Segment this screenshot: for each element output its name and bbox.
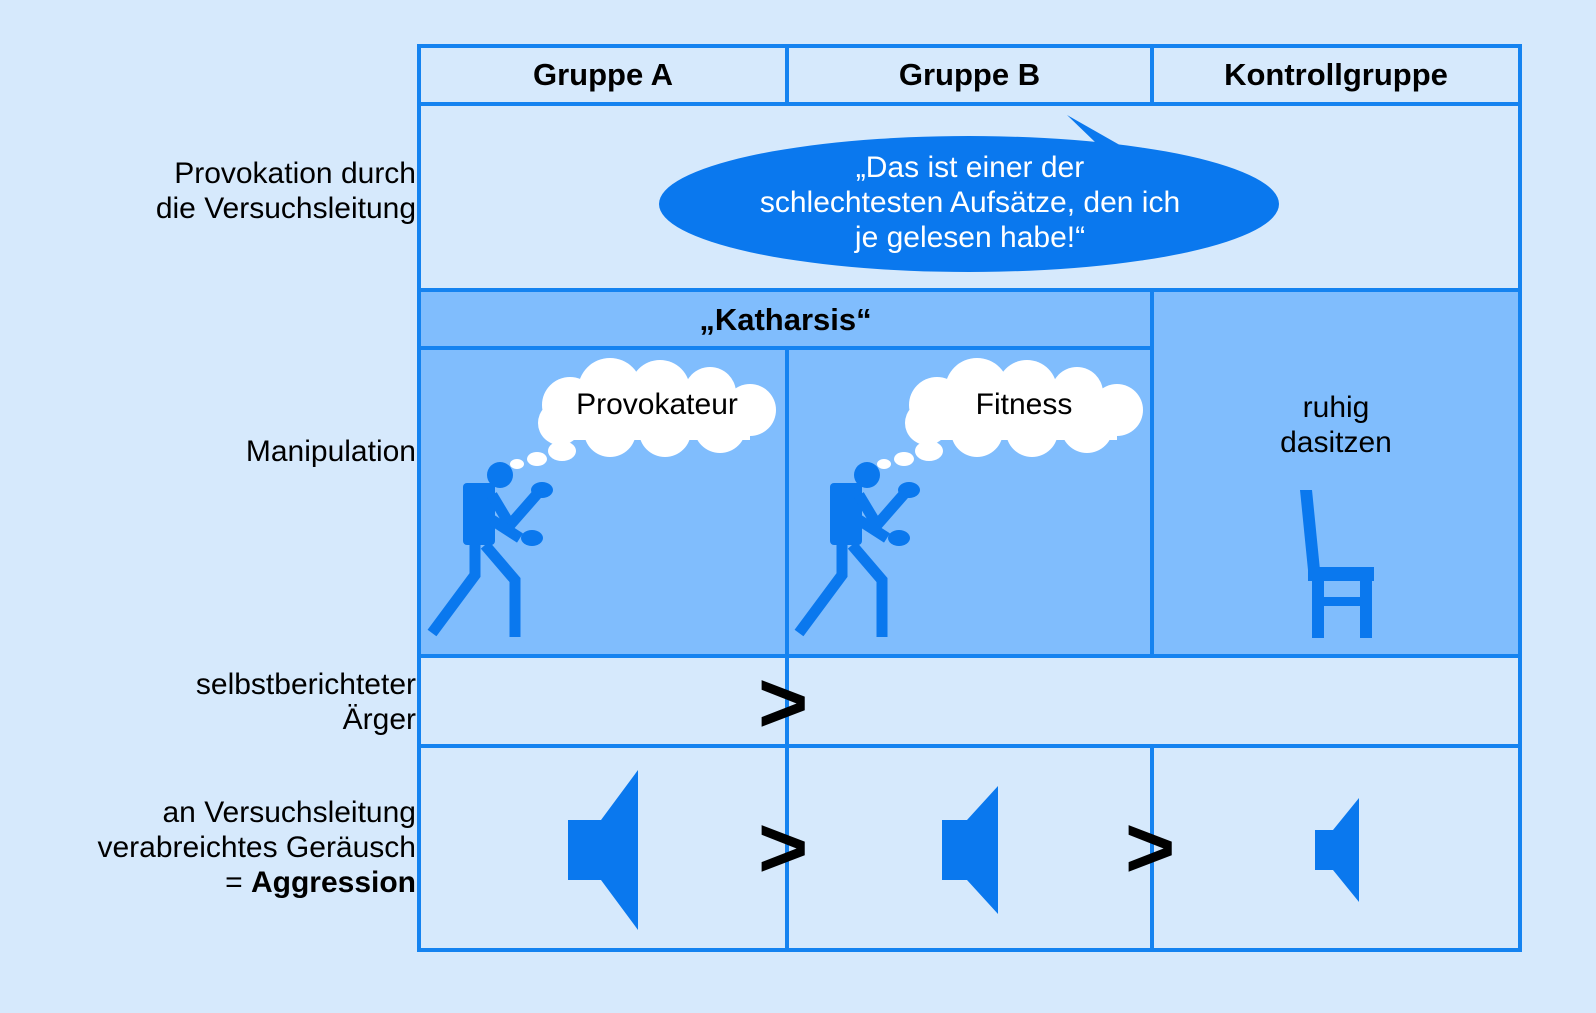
group-a-illustration [427,358,776,637]
speaker-small [1315,798,1359,902]
speaker-icon [568,770,638,930]
speech-line-2: schlechtesten Aufsätze, den ich [759,186,1181,219]
row-label-manipulation: Manipulation [245,435,416,468]
column-header-gruppe-b: Gruppe B [898,57,1041,92]
thought-cloud-a [510,358,776,469]
speech-line-1: „Das ist einer der [855,151,1085,184]
speaker-icon [942,786,998,914]
comparison-aggression-bc: > [1125,800,1176,896]
row-label-aggression-line3: = Aggression [98,865,416,900]
row-label-anger-line1: selbstberichteter [195,668,416,701]
row-label-provocation-line2: die Versuchsleitung [155,192,416,225]
boxer-icon [427,462,553,637]
group-b-illustration [794,358,1143,637]
row-label-provocation: Provokation durch die Versuchsleitung [156,156,416,226]
speech-line-3: je gelesen habe!“ [854,221,1086,254]
row-label-anger: selbstberichteter Ärger [196,667,416,737]
speech-bubble [659,115,1279,272]
speaker-icon [1315,798,1359,902]
boxer-icon [794,462,920,637]
katharsis-label: „Katharsis“ [699,302,872,337]
comparison-anger: > [758,655,809,751]
thought-label-b: Fitness [975,388,1073,421]
thought-cloud-b [877,358,1143,469]
row-label-anger-line2: Ärger [342,703,416,736]
column-header-gruppe-a: Gruppe A [532,57,674,92]
row-label-provocation-line1: Provokation durch [174,157,416,190]
speech-bubble-text: „Das ist einer der schlechtesten Aufsätz… [660,150,1280,255]
control-text-line2: dasitzen [1280,426,1392,459]
control-text: ruhig dasitzen [1152,390,1520,460]
speech-bubble-tail [1067,115,1125,148]
chair-icon [1300,490,1374,638]
comparison-aggression-ab: > [758,800,809,896]
manipulation-band [419,290,1520,656]
aggression-prefix: = [225,866,251,899]
speaker-large [568,770,638,930]
row-label-aggression-line1: an Versuchsleitung [162,796,416,829]
aggression-bold: Aggression [250,866,416,899]
row-label-aggression: an Versuchsleitung verabreichtes Geräusc… [98,795,417,900]
table-outline [417,44,1522,952]
control-text-line1: ruhig [1302,391,1370,424]
column-header-kontrollgruppe: Kontrollgruppe [1224,57,1448,92]
thought-label-a: Provokateur [576,388,738,421]
speaker-medium [942,786,998,914]
row-label-aggression-line2: verabreichtes Geräusch [97,831,417,864]
speech-bubble-body [659,136,1279,272]
